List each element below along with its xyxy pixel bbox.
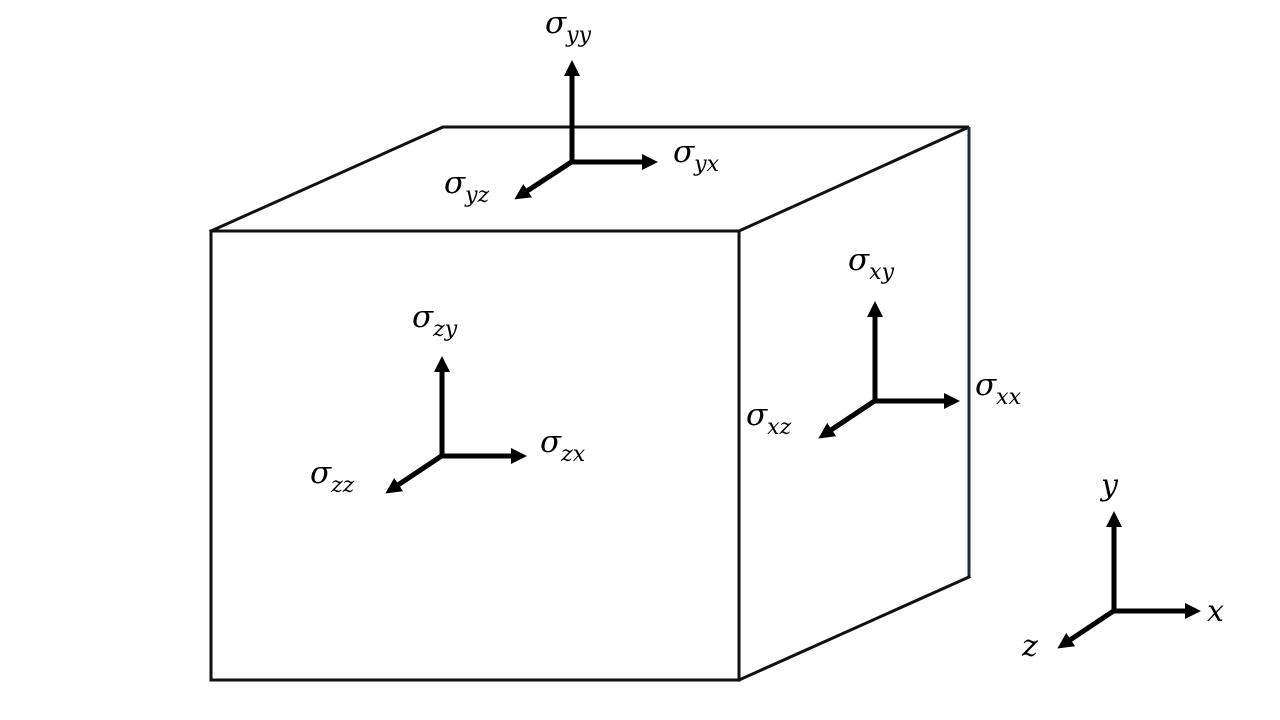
label-sigma-zx: σzx xyxy=(540,424,586,467)
label-sigma-zz: σzz xyxy=(310,455,355,498)
label-sigma-zy: σzy xyxy=(412,299,458,342)
coordinate-axes xyxy=(1057,510,1202,649)
cube xyxy=(209,125,971,682)
sigma-zz-arrow xyxy=(385,452,445,494)
sigma-yz-arrow xyxy=(514,158,575,200)
cube-right-bottom-edge xyxy=(737,575,971,682)
z-axis-arrow xyxy=(1057,607,1117,649)
cube-front-face xyxy=(209,229,741,682)
axis-label-x: x xyxy=(1207,594,1224,629)
label-sigma-xx: σxx xyxy=(975,367,1022,410)
sigma-xz-arrow xyxy=(818,397,878,439)
label-sigma-yx: σyx xyxy=(673,134,720,177)
right-face-stress-triad xyxy=(818,300,961,439)
top-face-stress-triad xyxy=(514,59,659,200)
cube-top-face xyxy=(209,125,970,233)
front-face-stress-triad xyxy=(385,355,528,494)
label-sigma-yy: σyy xyxy=(545,5,592,48)
axis-label-z: z xyxy=(1021,629,1038,664)
label-sigma-xy: σxy xyxy=(848,242,895,285)
label-sigma-xz: σxz xyxy=(746,397,792,440)
label-sigma-yz: σyz xyxy=(444,165,490,208)
axis-label-y: y xyxy=(1099,468,1119,503)
